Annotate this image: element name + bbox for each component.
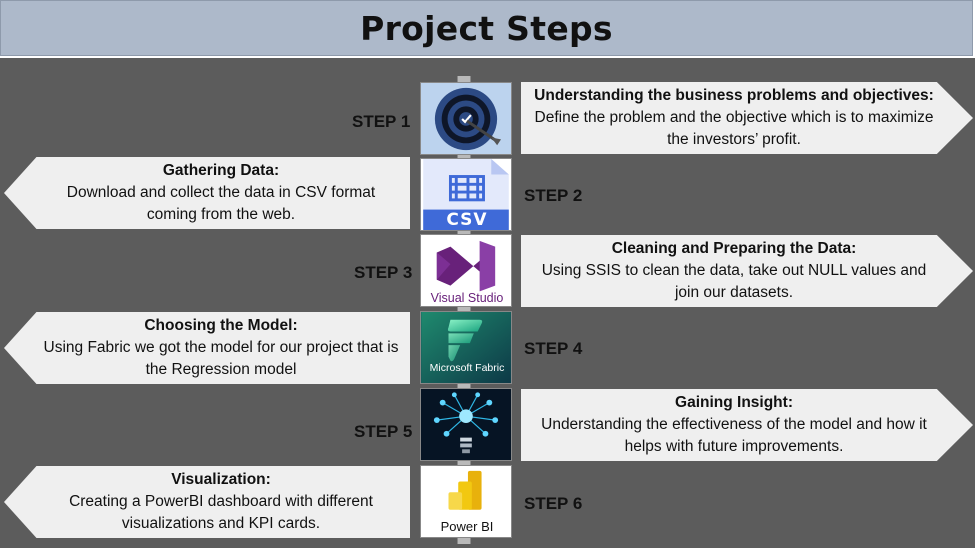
fabric-label: Microsoft Fabric xyxy=(429,362,505,374)
step-4-body: Using Fabric we got the model for our pr… xyxy=(43,339,399,378)
power-bi-label: Power BI xyxy=(440,519,494,534)
microsoft-fabric-icon: Microsoft Fabric xyxy=(420,311,512,384)
step-6-callout: Visualization: Creating a PowerBI dashbo… xyxy=(4,466,410,538)
lightbulb-network-icon xyxy=(420,388,512,461)
step-2-label: STEP 2 xyxy=(524,186,583,205)
step-5-label: STEP 5 xyxy=(354,422,413,441)
step-3-title: Cleaning and Preparing the Data: xyxy=(611,240,857,257)
step-3-label: STEP 3 xyxy=(354,263,413,282)
step-1-body: Define the problem and the objective whi… xyxy=(534,109,934,148)
csv-label: CSV xyxy=(446,210,488,230)
step-6-label: STEP 6 xyxy=(524,494,583,513)
power-bi-icon: Power BI xyxy=(420,465,512,538)
step-6-title: Visualization: xyxy=(171,471,271,488)
step-3-body: Using SSIS to clean the data, take out N… xyxy=(541,262,927,301)
step-2-body: Download and collect the data in CSV for… xyxy=(66,184,376,223)
step-1-label: STEP 1 xyxy=(352,112,411,131)
step-1-callout: Understanding the business problems and … xyxy=(521,82,973,154)
visual-studio-icon: Visual Studio xyxy=(420,234,512,307)
header-bar: Project Steps xyxy=(0,0,973,56)
step-4-label: STEP 4 xyxy=(524,339,583,358)
step-5-body: Understanding the effectiveness of the m… xyxy=(541,416,927,455)
page-title: Project Steps xyxy=(360,8,613,48)
step-2-title: Gathering Data: xyxy=(162,162,280,179)
visual-studio-label: Visual Studio xyxy=(430,291,504,305)
step-4-callout: Choosing the Model: Using Fabric we got … xyxy=(4,312,410,384)
step-1-title: Understanding the business problems and … xyxy=(534,87,934,104)
target-icon xyxy=(420,82,512,155)
step-2-callout: Gathering Data: Download and collect the… xyxy=(4,157,410,229)
csv-file-icon: CSV xyxy=(420,158,512,231)
step-6-body: Creating a PowerBI dashboard with differ… xyxy=(69,493,373,532)
step-4-title: Choosing the Model: xyxy=(144,317,298,334)
step-3-callout: Cleaning and Preparing the Data: Using S… xyxy=(521,235,973,307)
step-5-callout: Gaining Insight: Understanding the effec… xyxy=(521,389,973,461)
step-5-title: Gaining Insight: xyxy=(675,394,793,411)
